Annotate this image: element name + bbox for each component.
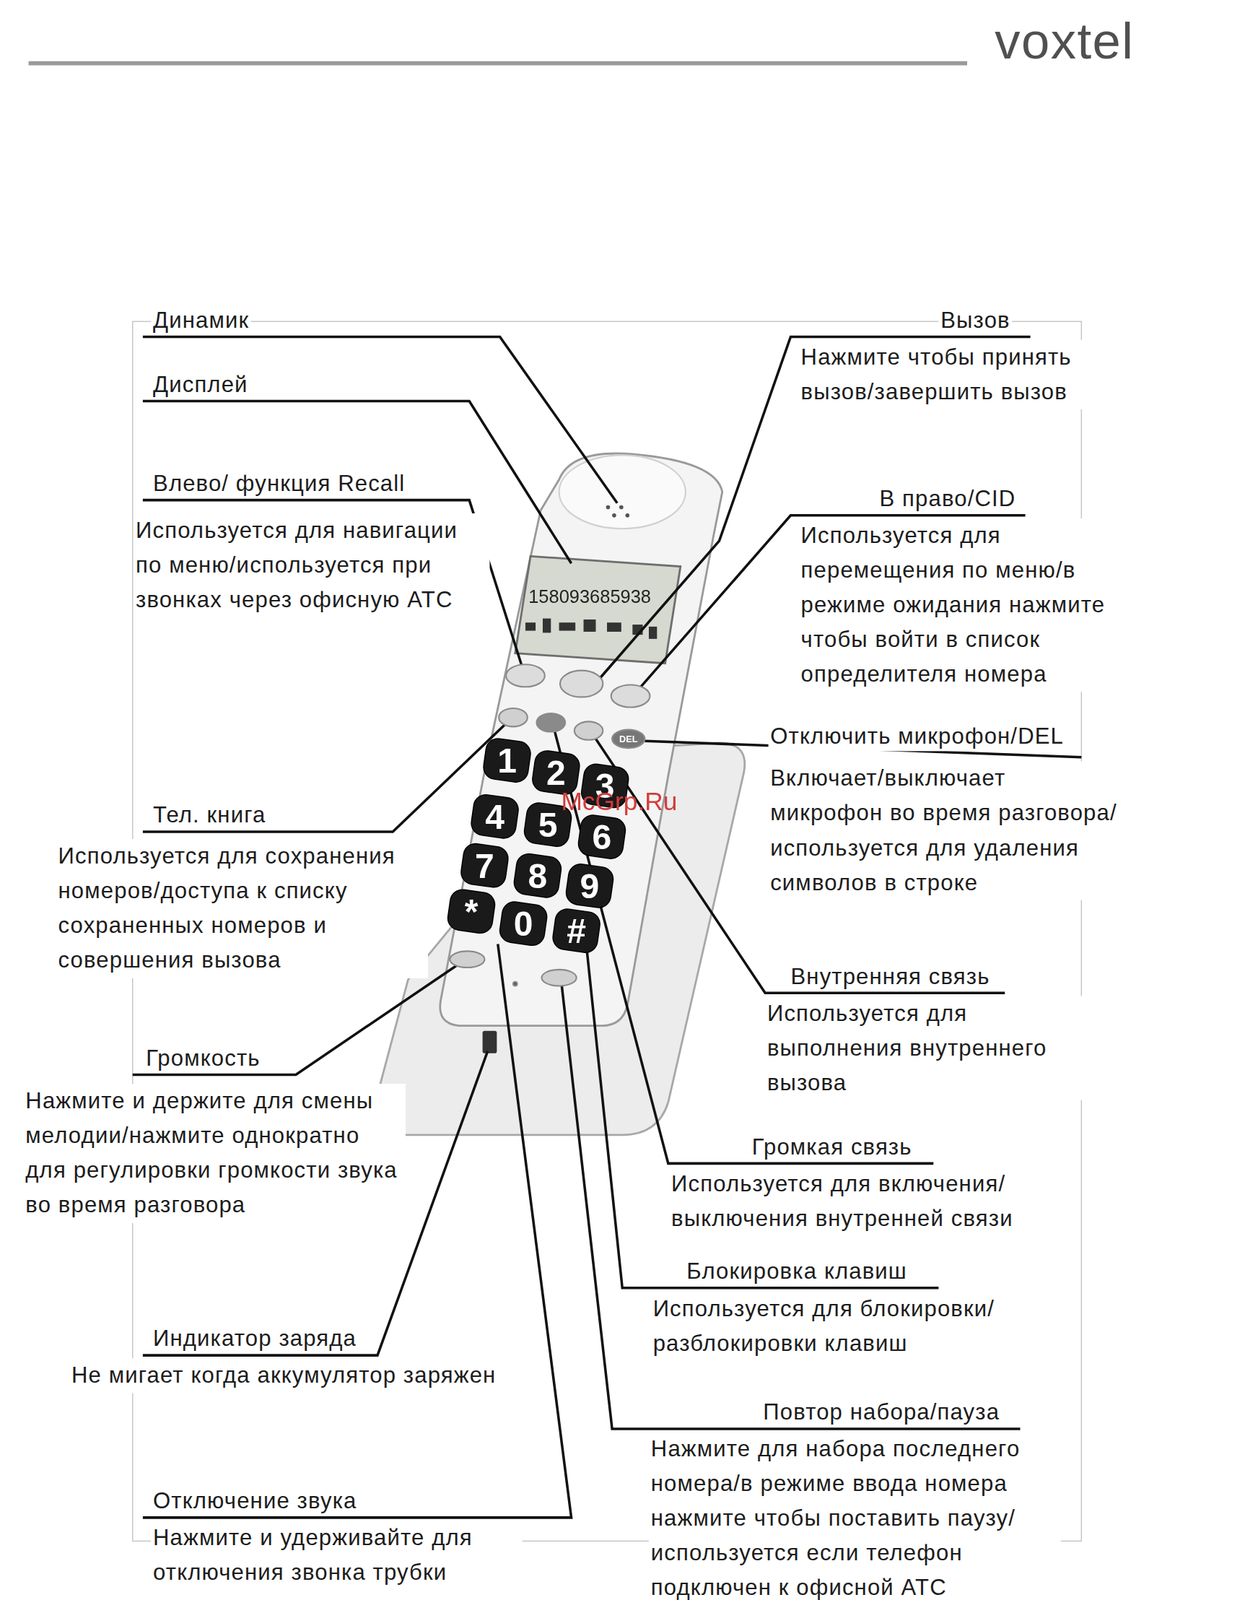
callout-title: Дисплей (150, 370, 250, 400)
callout-text: Включает/выключает микрофон во время раз… (767, 760, 1124, 900)
callout-text: Используется для навигации по меню/испол… (133, 513, 490, 618)
callout-title: Индикатор заряда (150, 1324, 359, 1354)
key-digit: 7 (461, 842, 507, 888)
callout-title: Громкость (143, 1043, 262, 1073)
callout-text: Нажмите и держите для смены мелодии/нажм… (23, 1083, 406, 1222)
leader-line (132, 962, 462, 1074)
callout-title: Блокировка клавиш (684, 1256, 909, 1286)
callout-text: Нажмите и удерживайте для отключения зво… (150, 1519, 523, 1590)
callout-title: Динамик (150, 306, 252, 335)
display-digits: 158093685938 (528, 584, 652, 610)
callout-text: Используется для сохранения номеров/дост… (56, 838, 428, 978)
keypad (446, 736, 631, 955)
key-digit: 1 (484, 737, 530, 783)
key-digit: * (448, 888, 494, 934)
key-digit: 8 (515, 853, 561, 898)
callout-text: Используется для блокировки/разблокировк… (651, 1291, 1002, 1361)
key-digit: 4 (472, 793, 517, 839)
callout-text: Нажмите чтобы принять вызов/завершить вы… (798, 339, 1110, 410)
callout-title: Громкая связь (749, 1132, 915, 1162)
leader-line (142, 943, 572, 1517)
speaker-holes (606, 505, 631, 518)
callout-title: Тел. книга (150, 801, 268, 831)
callout-title: Вызов (938, 306, 1012, 335)
leader-line (142, 336, 618, 503)
button-label: DEL (614, 732, 642, 745)
watermark: McGrp.Ru (560, 785, 677, 816)
buttons (449, 664, 650, 986)
key-digit: 0 (500, 900, 546, 946)
key-digit: 9 (567, 863, 613, 908)
callout-title: Влево/ функция Recall (150, 469, 408, 499)
header-rule (28, 61, 968, 66)
key-digit: 6 (579, 814, 625, 859)
charge-led (482, 1030, 498, 1054)
display (515, 555, 681, 663)
callout-title: Отключить микрофон/DEL (767, 722, 1066, 752)
callout-title: Внутренняя связь (788, 962, 993, 991)
callout-text: Используется для выполнения внутреннего … (765, 996, 1086, 1100)
callout-text: Используется для включения/выключения вн… (669, 1166, 1061, 1236)
callout-title: В право/CID (877, 484, 1019, 514)
key-digit: # (554, 907, 600, 953)
callout-text: Используется для перемещения по меню/в р… (798, 518, 1150, 692)
callout-title: Повтор набора/пауза (760, 1397, 1002, 1427)
callout-text: Нажмите для набора последнего номера/в р… (648, 1431, 1061, 1600)
leader-line (142, 722, 508, 832)
brand-logo: voxtel (994, 12, 1134, 70)
callout-title: Отключение звука (150, 1486, 359, 1515)
earpiece (559, 454, 686, 529)
callout-text: Не мигает когда аккумулятор заряжен (69, 1357, 499, 1393)
